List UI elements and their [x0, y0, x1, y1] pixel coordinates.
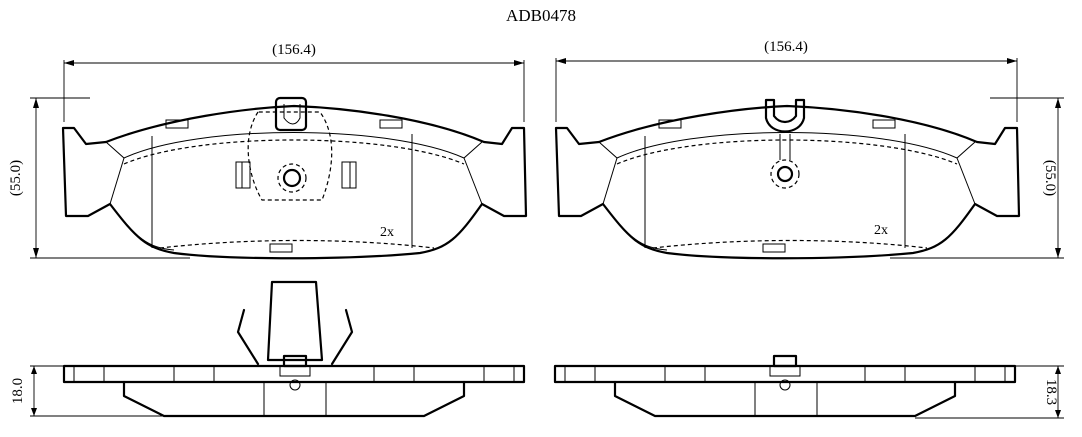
left-width-dimension: [63, 60, 525, 122]
left-height-label: (55.0): [8, 160, 24, 196]
sensor-notch: [764, 98, 806, 133]
right-width-label: (156.4): [764, 39, 808, 55]
sensor-hole: [282, 168, 302, 188]
left-quantity-label: 2x: [380, 225, 394, 240]
sensor-hole: [776, 165, 794, 183]
left-height-dimension: [30, 97, 190, 259]
right-pad-front-view: [554, 98, 1021, 260]
left-thickness-label: 18.0: [10, 378, 26, 404]
left-pad-front-view: [61, 96, 528, 260]
left-width-label: (156.4): [272, 42, 316, 58]
sensor-clip: [274, 96, 308, 132]
drawing-title: ADB0478: [506, 6, 576, 25]
right-width-dimension: [555, 58, 1018, 122]
right-height-dimension: [890, 97, 1064, 259]
right-height-label: (55.0): [1042, 160, 1058, 196]
left-thickness-dimension: [30, 365, 170, 417]
right-pad-edge-view: [553, 354, 1017, 418]
left-pad-edge-view: [62, 280, 526, 418]
right-quantity-label: 2x: [874, 223, 888, 238]
right-thickness-dimension: [915, 365, 1064, 419]
right-thickness-label: 18.3: [1043, 379, 1059, 405]
